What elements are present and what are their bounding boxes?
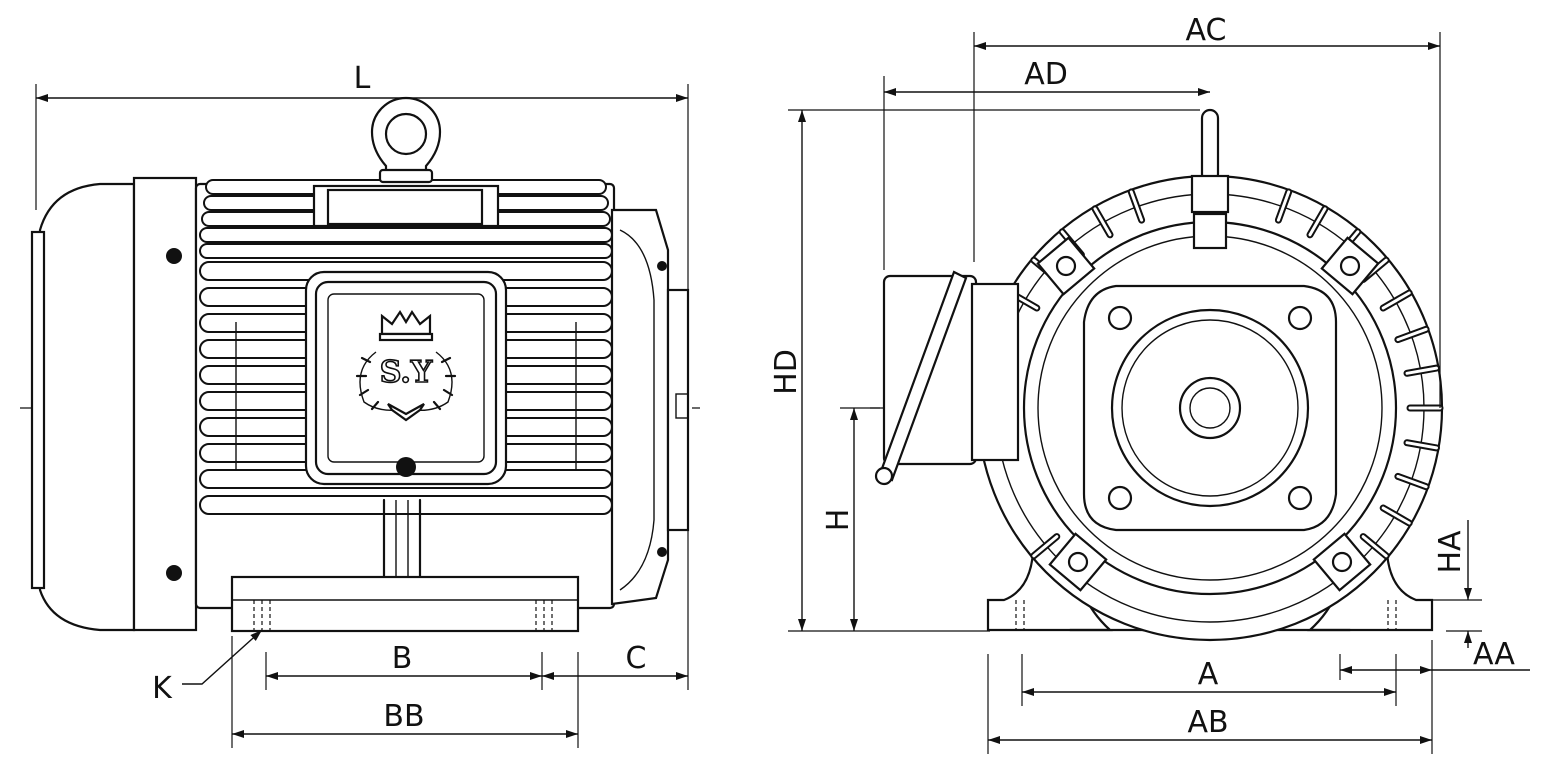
label-K: K (152, 671, 173, 706)
sy-logo: S.Y (355, 309, 457, 422)
bolt-lower (166, 565, 182, 581)
front-view: AC AD HD H HA A (769, 13, 1530, 754)
dimension-B: B (265, 641, 543, 690)
corner-bosses (1036, 236, 1380, 592)
dimension-BB: BB (231, 636, 578, 748)
frame-fin-highlight (1405, 366, 1438, 375)
dimension-AB: AB (987, 654, 1432, 754)
fan-cover (30, 182, 136, 632)
label-L: L (354, 61, 371, 96)
dimension-HA: HA (1432, 520, 1482, 648)
label-AB: AB (1187, 705, 1228, 740)
label-AA: AA (1473, 637, 1515, 672)
end-shield-front (610, 208, 690, 606)
frame-fin-highlight (1381, 291, 1411, 310)
dimension-HD: HD (769, 109, 1200, 632)
label-B: B (392, 641, 413, 676)
label-H: H (821, 509, 856, 532)
side-feet (230, 575, 580, 633)
frame-fin-highlight (1308, 207, 1327, 237)
dimension-AD: AD (883, 57, 1210, 270)
frame-fin-highlight (1276, 190, 1291, 222)
label-HA: HA (1433, 530, 1468, 574)
label-HD: HD (769, 349, 804, 395)
dimension-L: L (35, 61, 689, 690)
frame-fin-highlight (1032, 535, 1059, 558)
frame-fin-highlight (1396, 327, 1428, 342)
frame-fin-highlight (1381, 506, 1411, 525)
lifting-eye (370, 96, 442, 184)
dimension-A: A (1021, 654, 1397, 706)
front-terminal-box (874, 270, 1020, 486)
dimension-C: C (542, 641, 688, 748)
frame-fin-highlight (1361, 535, 1388, 558)
front-lifting-eye (1190, 108, 1230, 250)
dimension-H: H (821, 407, 880, 631)
frame-fin-highlight (1093, 207, 1112, 237)
side-view: S.Y L (20, 61, 700, 748)
frame-fin-highlight (1396, 474, 1428, 489)
frame-fin-highlight (1405, 441, 1438, 450)
end-shield-rear (132, 176, 198, 632)
label-C: C (626, 641, 647, 676)
dimension-AC: AC (973, 13, 1441, 408)
dimension-AA: AA (1339, 637, 1530, 754)
label-A: A (1198, 657, 1219, 692)
label-AD: AD (1024, 57, 1068, 92)
label-AC: AC (1186, 13, 1227, 48)
bolt-upper (166, 248, 182, 264)
top-terminal-bar (312, 184, 500, 228)
frame-fin-highlight (1129, 190, 1144, 222)
logo-text: S.Y (380, 355, 433, 390)
terminal-box (304, 270, 508, 486)
label-BB: BB (383, 699, 424, 734)
dimension-K: K (152, 629, 263, 706)
flange (1022, 220, 1398, 596)
